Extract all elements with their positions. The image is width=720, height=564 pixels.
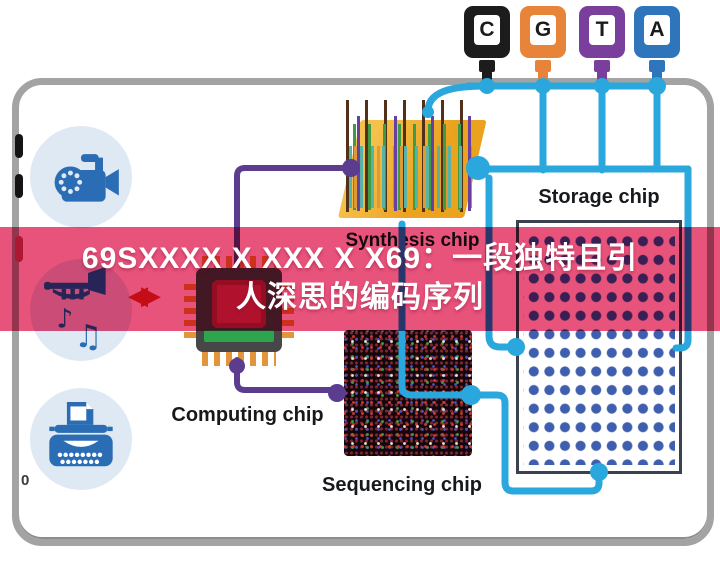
wire-right-drop	[672, 165, 692, 352]
typewriter-badge	[30, 388, 132, 490]
bezel-mark: 0	[21, 472, 30, 489]
node-sequencing-left	[328, 384, 346, 402]
wire-cpu-to-synthesis	[234, 165, 353, 269]
node-t	[594, 78, 610, 94]
node-a	[648, 77, 666, 95]
bottle-letter-t: T	[589, 15, 615, 45]
reagent-bottle-t: T	[579, 6, 625, 92]
typewriter-icon	[49, 402, 113, 467]
reagent-bottle-g: G	[520, 6, 566, 92]
sequencing-chip-array	[344, 330, 472, 456]
node-storage-bottom	[590, 463, 608, 481]
node-c	[479, 78, 495, 94]
bottle-letter-c: C	[474, 15, 500, 45]
dna-strands	[346, 98, 474, 218]
title-banner	[0, 227, 720, 331]
reagent-bottle-a: A	[634, 6, 680, 92]
bottle-letter-a: A	[644, 15, 670, 45]
node-sequencing-right	[461, 385, 481, 405]
node-synthesis-inlet	[422, 106, 434, 118]
node-storage-left	[507, 338, 525, 356]
node-cpu-bottom	[229, 358, 245, 374]
wire-sequencing-to-storage	[466, 391, 603, 495]
title-line-2: 人深思的编码序列	[236, 281, 484, 314]
node-g	[535, 78, 551, 94]
title-banner-text: 69SXXXX X XXX X X69：一段独特且引 人深思的编码序列	[0, 227, 720, 331]
sequencing-chip-label: Sequencing chip	[321, 474, 483, 496]
bottle-letter-g: G	[530, 15, 556, 45]
reagent-bottle-c: C	[464, 6, 510, 92]
bezel-button-1	[15, 134, 23, 158]
video-camera-icon	[54, 154, 119, 202]
node-synthesis-right	[466, 156, 490, 180]
storage-chip-label: Storage chip	[538, 186, 660, 208]
bezel-button-2	[15, 174, 23, 198]
video-camera-badge	[30, 126, 132, 228]
wire-cpu-to-sequencing	[234, 357, 337, 393]
node-synthesis-left	[342, 159, 360, 177]
cpu-green-band	[204, 330, 274, 342]
wire-synthesis-to-storage	[485, 174, 516, 351]
title-line-1: 69SXXXX X XXX X X69：一段独特且引	[81, 242, 639, 275]
computing-chip-label: Computing chip	[171, 404, 324, 426]
wire-synthesis-to-sequencing	[398, 220, 472, 399]
wire-c-to-synthesis	[424, 82, 491, 114]
